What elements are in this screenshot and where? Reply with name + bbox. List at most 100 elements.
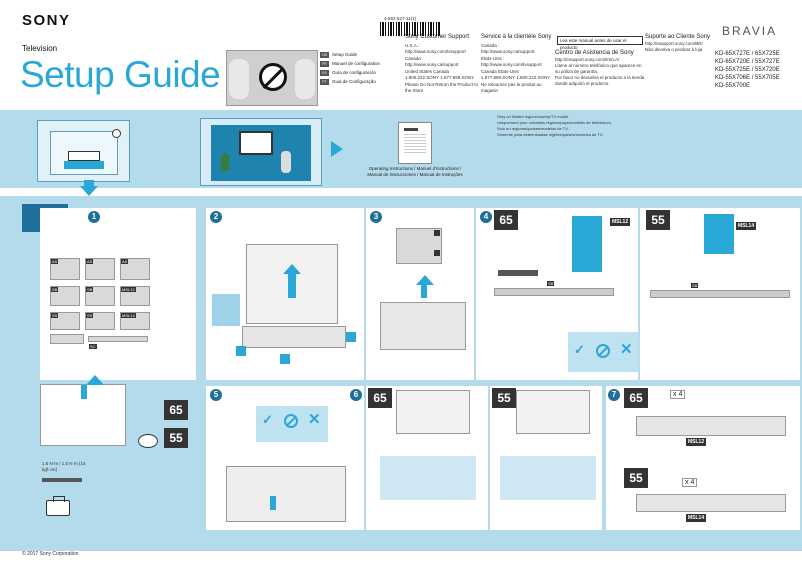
support-link[interactable]: http://esupport.sony.com/ES/LA/ xyxy=(555,57,620,62)
screw-count: x 4 xyxy=(670,390,686,399)
model-item: KD-65X727E / 65X725E xyxy=(715,51,780,57)
up-arrow-icon xyxy=(288,274,296,298)
msl14-label: MSL14 xyxy=(736,222,757,230)
msl14-label: MSL14 xyxy=(686,514,707,522)
hand-icon xyxy=(295,59,315,99)
size-55-badge: 55 xyxy=(624,468,648,488)
screw-count: x 4 xyxy=(682,478,698,487)
part-marker xyxy=(434,250,440,256)
language-label: Manuel de configuration xyxy=(332,61,381,66)
stand-insert-illustration xyxy=(500,456,596,500)
read-manual-warning: Lea este manual antes de usar el product… xyxy=(557,36,643,50)
part-label: MSL12 xyxy=(121,287,136,292)
clip-icon xyxy=(280,354,290,364)
msl12-label: MSL12 xyxy=(610,218,631,226)
support-line: United States Canada xyxy=(405,68,450,74)
stand-screw-illustration xyxy=(636,416,786,436)
support-link[interactable]: http://www.sony.com/tvsupport xyxy=(405,49,466,54)
size-65-badge: 65 xyxy=(624,388,648,408)
substep-7-panel: 7 65 x 4 MSL12 55 x 4 MSL14 xyxy=(606,386,800,530)
cable-icon: SC xyxy=(88,336,148,349)
support-line: Por favor no devuelva el producto a la t… xyxy=(555,75,645,86)
up-arrow-icon xyxy=(416,275,434,285)
up-arrow-icon xyxy=(283,264,301,274)
accessory-item: SS xyxy=(85,312,115,330)
part-label: AS xyxy=(86,259,94,264)
tv-stand-icon xyxy=(64,161,104,169)
prohibited-icon xyxy=(596,344,610,358)
support-link[interactable]: http://www.sony.com/tvsupport xyxy=(481,62,542,67)
prohibited-icon xyxy=(284,414,298,428)
support-heading: Service à la clientèle Sony xyxy=(481,34,552,40)
stand-screw-illustration xyxy=(636,494,786,512)
manual-caption: Operating Instructions / Manuel d'instru… xyxy=(367,166,463,177)
substep-circle: 5 xyxy=(210,389,222,401)
language-label: Guía de configuración xyxy=(332,70,377,75)
check-icon: ✓ xyxy=(262,412,273,427)
note-line: Solo en regiones/países/modelos de TV. xyxy=(497,126,569,131)
down-arrow-icon xyxy=(80,186,98,196)
substep-circle: 7 xyxy=(608,389,620,401)
plant-icon xyxy=(221,153,229,171)
part-label: SB xyxy=(691,283,699,288)
size-65-badge: 65 xyxy=(164,400,188,420)
torque-caption: 1.5 N·m / 1.5 N·m {15 kgf·cm} xyxy=(42,461,86,472)
size-65-badge: 65 xyxy=(494,210,518,230)
wall-mount-illustration xyxy=(200,118,322,186)
hand-icon xyxy=(229,59,249,99)
tv-in-box-icon xyxy=(380,302,466,350)
support-link[interactable]: http://www.sony.ca/support xyxy=(405,62,459,67)
accessory-item: AS xyxy=(120,258,150,280)
foam-base-icon xyxy=(242,326,346,348)
support-link[interactable]: http://www.sony.ca/support xyxy=(481,49,535,54)
part-label: SB xyxy=(86,287,94,292)
language-label: Setup Guide xyxy=(332,52,358,57)
region-note: Only on limited region/country/TV model.… xyxy=(497,114,657,138)
model-item: KD-55X700E xyxy=(715,83,751,89)
support-phone: 1.800.222.SONY 1.877.899.SONY xyxy=(405,75,475,80)
part-label: MSL14 xyxy=(121,313,136,318)
support-line: Canada : xyxy=(481,42,500,48)
up-arrow-icon xyxy=(86,375,104,385)
support-line: États-Unis : xyxy=(481,55,505,61)
size-55-badge: 55 xyxy=(646,210,670,230)
prohibited-icon xyxy=(259,63,287,91)
accessory-item: SB xyxy=(50,286,80,306)
tv-box-icon xyxy=(40,384,126,446)
clip-icon xyxy=(346,332,356,342)
support-line: Llame al número telefónico que aparece e… xyxy=(555,63,642,74)
note-line: Somente para determinadas regiões/países… xyxy=(497,132,604,137)
part-label: AS xyxy=(51,259,59,264)
screwdriver-icon xyxy=(42,478,82,482)
support-link[interactable]: http://esupport.sony.com/BR/ xyxy=(645,41,703,46)
part-label: AS xyxy=(121,259,129,264)
substep-4-55-panel: 55 MSL14 SB xyxy=(640,208,800,380)
part-label: SS xyxy=(86,313,94,318)
room-illustration xyxy=(37,120,130,182)
support-line: U.S.A.: xyxy=(405,42,420,48)
x-icon: ✕ xyxy=(308,411,321,428)
accessory-item: AS xyxy=(50,258,80,280)
down-arrow-icon xyxy=(84,180,94,188)
remote-icon xyxy=(50,334,84,344)
substep-2-panel: 2 xyxy=(206,208,364,380)
size-55-badge: 55 xyxy=(164,428,188,448)
manual-book-icon xyxy=(398,122,432,164)
substep-circle: 6 xyxy=(350,389,362,401)
stand-leg-icon xyxy=(572,216,602,272)
accessory-item: SB xyxy=(85,286,115,306)
substep-circle: 3 xyxy=(370,211,382,223)
support-line: Canada: xyxy=(405,55,423,61)
stand-base-icon xyxy=(498,270,538,276)
clock-icon xyxy=(112,129,121,138)
accessory-item: MSL12 xyxy=(120,286,150,306)
substep-circle: 1 xyxy=(88,211,100,223)
tv-icon xyxy=(68,151,100,161)
tv-back-icon xyxy=(516,390,590,434)
part-label: SB xyxy=(547,281,555,286)
page-title: Setup Guide xyxy=(20,54,221,95)
part-label: SB xyxy=(51,287,59,292)
